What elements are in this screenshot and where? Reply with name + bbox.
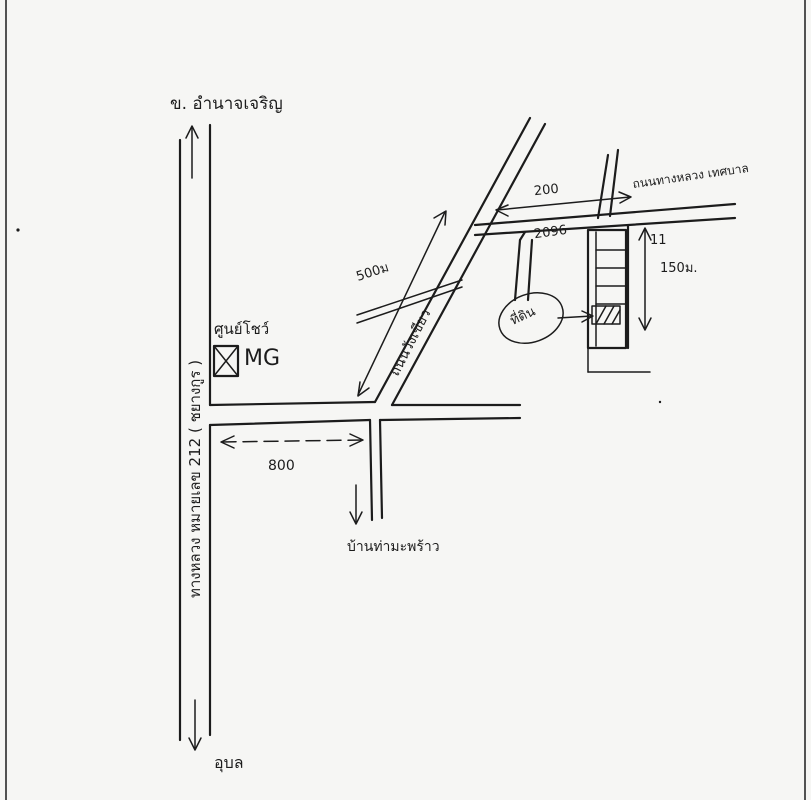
label-landmark: ศูนย์โชว์: [214, 320, 270, 338]
upper-right-road: [473, 202, 737, 242]
label-distance-top: 200: [533, 181, 560, 200]
showroom-marker-icon: [212, 344, 240, 378]
lane-to-site: [513, 238, 534, 302]
label-highway: ทางหลวง หมายเลข 212 ( ชยางกูร ): [186, 359, 204, 598]
diagonal-road: [373, 116, 547, 407]
label-bottom-destination: อุบล: [214, 753, 244, 772]
label-south-destination: บ้านท่ามะพร้าว: [347, 539, 440, 555]
label-parcel-number: 11: [650, 233, 667, 248]
label-distance-right: 150ม.: [660, 261, 698, 276]
south-branch-road: [368, 418, 384, 522]
stray-dot: [658, 400, 662, 404]
side-lane-2: [356, 286, 463, 324]
arrow-up-icon: [185, 125, 199, 179]
diagonal-distance-arrow: [357, 210, 447, 397]
label-landmark-brand: MG: [244, 346, 281, 371]
distance-arrow-right: [638, 227, 652, 331]
distance-arrow-top: [495, 191, 632, 217]
arrow-down-south-icon: [349, 484, 363, 525]
north-stub-road: [596, 148, 620, 220]
crossroad-horizontal: [208, 400, 522, 427]
distance-arrow-lower: [220, 433, 364, 449]
side-lane-1: [356, 279, 463, 316]
label-top-destination: ข. อำนาจเจริญ: [170, 94, 283, 114]
arrow-down-icon: [188, 699, 202, 751]
highway-212: [178, 123, 212, 742]
label-distance-lower: 800: [268, 458, 295, 474]
site-pointer-arrow: [557, 310, 594, 323]
site-circle: [498, 292, 564, 344]
stray-dot: [16, 228, 20, 232]
site-plot: [586, 224, 651, 373]
